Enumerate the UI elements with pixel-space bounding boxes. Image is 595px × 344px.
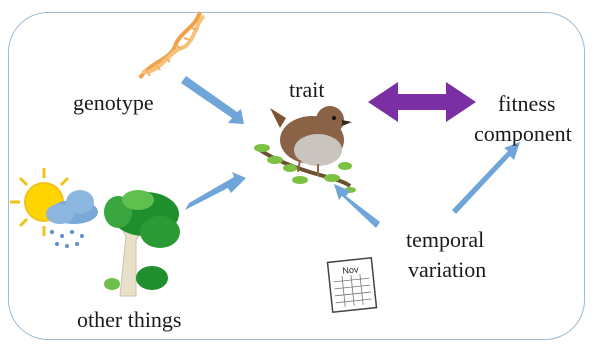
temporal-label-line1: temporal	[406, 227, 485, 252]
arrow-temporal-to-fitness	[452, 142, 520, 214]
calendar-month-text: Nov	[342, 264, 359, 276]
calendar-icon: Nov	[326, 257, 378, 313]
diagram-frame	[8, 12, 585, 340]
other-things-label: other things	[77, 307, 182, 332]
sun-cloud-rain-icon	[10, 168, 98, 248]
arrow-temporal-to-trait	[334, 184, 380, 228]
arrow-genotype-to-trait	[181, 76, 244, 124]
fitness-label-line1: fitness	[498, 91, 556, 116]
dna-icon	[138, 11, 206, 80]
arrow-other-things-to-trait	[185, 172, 246, 210]
influence-arrows	[181, 76, 520, 228]
trait-label: trait	[289, 77, 325, 102]
tree-icon	[104, 190, 180, 297]
trait-fitness-double-arrow	[368, 82, 476, 122]
genotype-label: genotype	[73, 90, 154, 115]
fitness-label-line2: component	[474, 121, 572, 146]
temporal-label-line2: variation	[408, 257, 487, 282]
bird-on-branch-icon	[254, 106, 356, 193]
